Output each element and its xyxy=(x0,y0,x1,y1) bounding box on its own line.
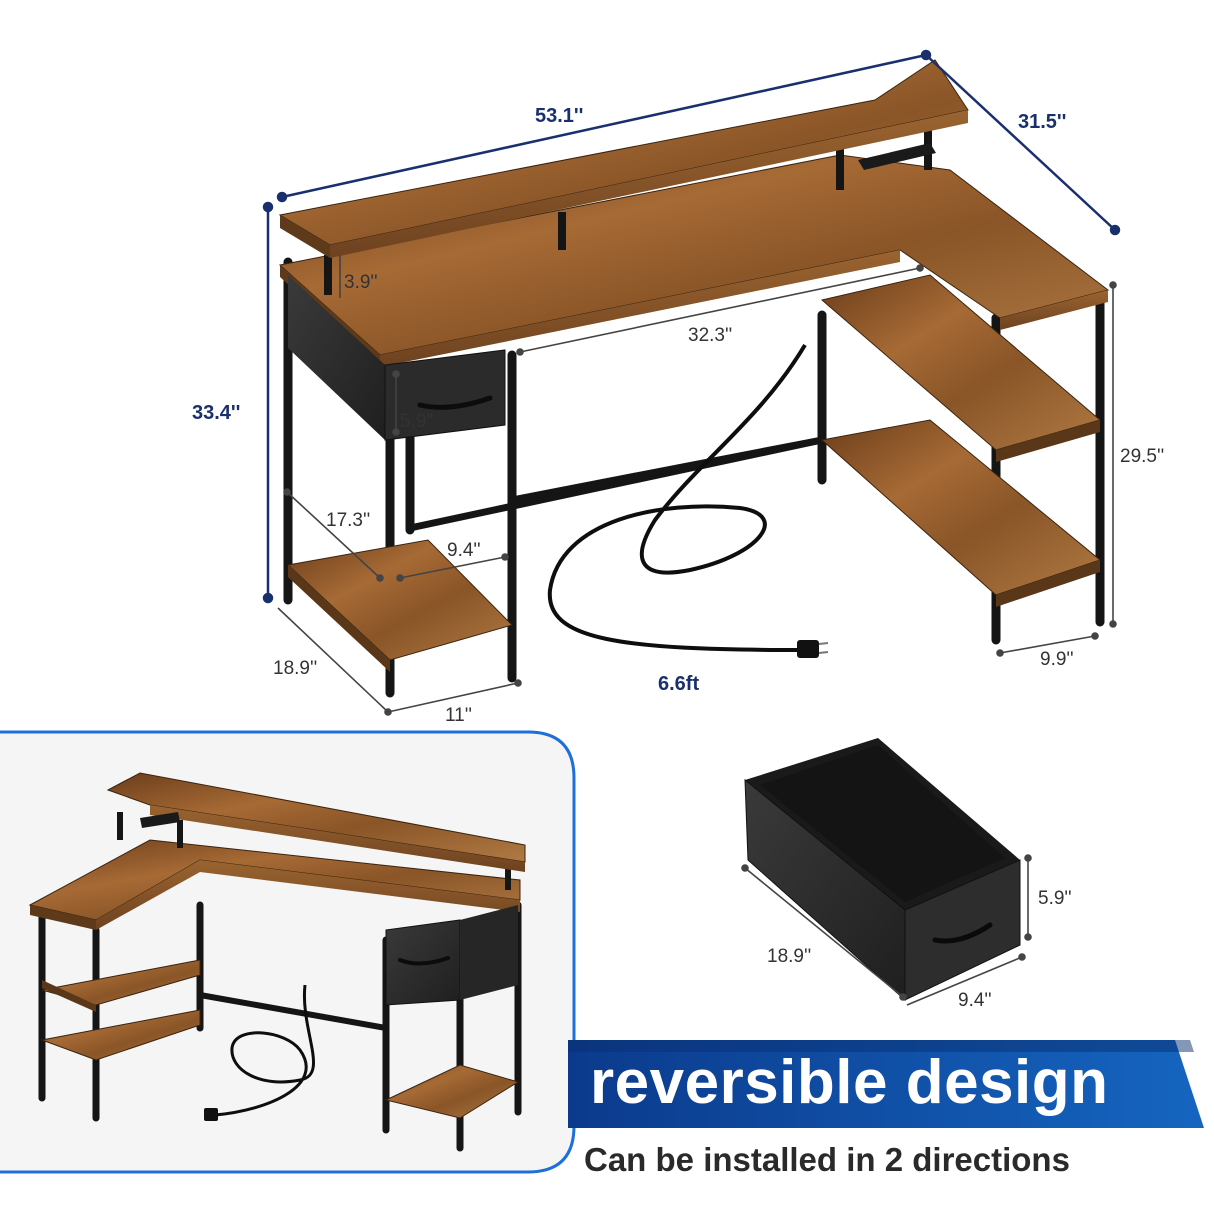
label-drawer-detail-height: 5.9'' xyxy=(1038,888,1072,909)
label-side-depth: 18.9'' xyxy=(273,658,317,679)
banner-subtitle: Can be installed in 2 directions xyxy=(584,1141,1070,1178)
label-desk-height: 29.5'' xyxy=(1120,446,1164,467)
label-riser-height: 3.9'' xyxy=(344,272,378,293)
drawer-dimension-lines xyxy=(741,854,1032,1006)
label-shelf-depth: 17.3'' xyxy=(326,510,370,531)
label-depth: 31.5'' xyxy=(1018,111,1066,133)
label-side-width: 11'' xyxy=(445,705,472,726)
label-cord-length: 6.6ft xyxy=(658,673,699,695)
label-drawer-detail-depth: 18.9'' xyxy=(767,946,811,967)
main-desk-illustration xyxy=(278,59,1110,698)
banner-background xyxy=(568,1040,1204,1128)
label-overall-width: 53.1'' xyxy=(535,105,583,127)
label-side-shelf-width: 9.9'' xyxy=(1040,649,1074,670)
label-knee-space: 32.3'' xyxy=(688,325,732,346)
reversed-desk-panel xyxy=(0,730,576,1174)
label-drawer-detail-width: 9.4'' xyxy=(958,990,992,1011)
dimension-lines xyxy=(262,49,1121,604)
plug-icon xyxy=(797,640,829,658)
label-overall-height: 33.4'' xyxy=(192,402,240,424)
banner-title: reversible design xyxy=(590,1048,1109,1117)
label-drawer-height: 5.9'' xyxy=(400,411,434,432)
label-shelf-width: 9.4'' xyxy=(447,540,481,561)
dimension-lines-grey xyxy=(277,255,1117,716)
drawer-illustration xyxy=(744,738,1021,1002)
banner-accent xyxy=(568,1040,1194,1052)
